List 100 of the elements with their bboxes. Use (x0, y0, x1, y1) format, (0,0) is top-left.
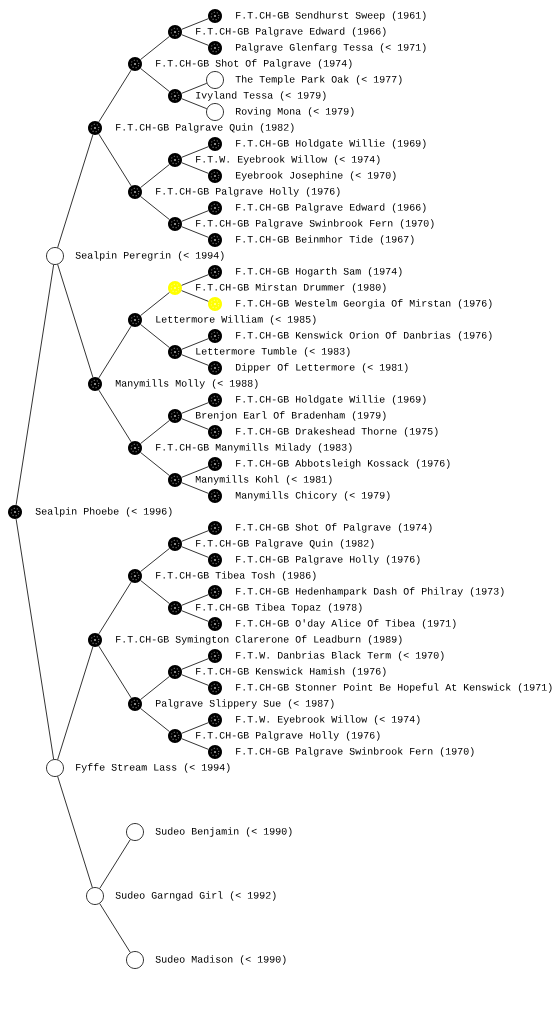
tree-line (181, 146, 209, 158)
tree-line (181, 210, 209, 222)
dog-name: Sealpin Phoebe (< 1996) (35, 507, 172, 517)
dog-name: F.T.CH-GB Shot Of Palgrave (1974) (236, 523, 432, 533)
tree-line (99, 839, 131, 889)
tree-line (181, 290, 209, 302)
dog-name: F.T.W. Eyebrook Willow (< 1974) (196, 155, 380, 165)
dog-name: Sudeo Benjamin (< 1990) (155, 827, 292, 837)
tree-line (181, 162, 209, 174)
dog-name: Brenjon Earl Of Bradenham (1979) (196, 411, 386, 421)
dog-name: Roving Mona (< 1979) (236, 107, 354, 117)
tree-line (181, 594, 209, 606)
tree-line (140, 580, 170, 604)
tree-line (181, 18, 209, 30)
tree-line (140, 324, 170, 348)
tree-line (181, 402, 209, 414)
tree-line (140, 36, 170, 60)
dog-name: F.T.CH-GB Kenswick Hamish (1976) (196, 667, 386, 677)
dog-name: F.T.CH-GB Palgrave Swinbrook Fern (1970) (196, 219, 434, 229)
dog-name: Eyebrook Josephine (< 1970) (236, 171, 396, 181)
tree-line (15, 518, 55, 760)
dog-name: F.T.CH-GB Palgrave Edward (1966) (196, 27, 386, 37)
tree-line (181, 530, 209, 542)
tree-line (181, 466, 209, 478)
dog-name: F.T.CH-GB Mirstan Drummer (1980) (196, 283, 386, 293)
dog-name: Palgrave Glenfarg Tessa (< 1971) (236, 43, 426, 53)
tree-line (98, 133, 132, 187)
dog-name: F.T.CH-GB Palgrave Quin (1982) (196, 539, 374, 549)
dog-name: F.T.CH-GB Drakeshead Thorne (1975) (236, 427, 438, 437)
tree-line (140, 292, 170, 316)
dog-name: F.T.W. Danbrias Black Term (< 1970) (236, 651, 444, 661)
tree-line (181, 98, 208, 110)
dog-name: F.T.CH-GB Stonner Point Be Hopeful At Kenswick (1971) (236, 683, 552, 693)
dog-name: The Temple Park Oak (< 1977) (235, 75, 402, 85)
dog-name: Manymills Molly (< 1988) (115, 379, 258, 389)
dog-name: F.T.CH-GB Kenswick Orion Of Danbrias (1976) (236, 331, 492, 341)
dog-name: Lettermore Tumble (< 1983) (196, 347, 350, 357)
dog-name: F.T.W. Eyebrook Willow (< 1974) (236, 715, 420, 725)
dog-name: F.T.CH-GB Holdgate Willie (1969) (236, 395, 426, 405)
dog-name: F.T.CH-GB Abbotsleigh Kossack (1976) (236, 459, 450, 469)
tree-line (98, 389, 132, 443)
tree-line (181, 546, 209, 558)
dog-name: F.T.CH-GB Symington Clarerone Of Leadburn (1989) (116, 635, 402, 645)
dog-name: Palgrave Slippery Sue (< 1987) (156, 699, 334, 709)
dog-name: F.T.CH-GB Holdgate Willie (1969) (236, 139, 426, 149)
dog-name: Sudeo Madison (< 1990) (155, 955, 286, 965)
tree-line (181, 738, 209, 750)
tree-line (140, 708, 170, 732)
tree-line (181, 674, 209, 686)
tree-line (140, 548, 170, 572)
tree-line (181, 354, 209, 366)
dog-name: F.T.CH-GB Palgrave Holly (1976) (156, 187, 340, 197)
dog-name: F.T.CH-GB Manymills Milady (1983) (156, 443, 352, 453)
dog-name: F.T.CH-GB Shot Of Palgrave (1974) (156, 59, 352, 69)
dog-name: F.T.CH-GB Tibea Topaz (1978) (196, 603, 362, 613)
tree-line (140, 68, 170, 92)
dog-name: F.T.CH-GB Palgrave Holly (1976) (196, 731, 380, 741)
dog-name: F.T.CH-GB Hedenhampark Dash Of Philray (1973) (236, 587, 504, 597)
tree-line (57, 134, 94, 248)
tree-line (15, 264, 55, 506)
tree-line (57, 776, 93, 888)
dog-name: Manymills Chicory (< 1979) (235, 491, 390, 501)
dog-name: Sudeo Garngad Girl (< 1992) (115, 891, 276, 901)
dog-name: Fyffe Stream Lass (< 1994) (76, 763, 230, 773)
tree-line (140, 676, 170, 700)
dog-name: Dipper Of Lettermore (< 1981) (236, 363, 408, 373)
dog-name: Ivyland Tessa (< 1979) (196, 91, 326, 101)
dog-name: F.T.CH-GB Palgrave Holly (1976) (236, 555, 420, 565)
dog-name: F.T.CH-GB Palgrave Edward (1966) (236, 203, 426, 213)
tree-line (98, 581, 132, 635)
tree-line (98, 645, 132, 699)
tree-line (181, 274, 209, 286)
tree-line (98, 325, 132, 379)
tree-line (98, 69, 132, 123)
dog-name: F.T.CH-GB O'day Alice Of Tibea (1971) (236, 619, 456, 629)
tree-line (140, 420, 170, 444)
tree-line (181, 226, 209, 238)
tree-line (99, 903, 131, 953)
tree-line (140, 452, 170, 476)
tree-line (140, 196, 170, 220)
tree-line (57, 264, 94, 378)
dog-name: F.T.CH-GB Hogarth Sam (1974) (236, 267, 402, 277)
dog-name: F.T.CH-GB Westelm Georgia Of Mirstan (1976) (236, 299, 492, 309)
dog-name: F.T.CH-GB Beinmhor Tide (1967) (236, 235, 414, 245)
tree-line (181, 658, 209, 670)
dog-name: Sealpin Peregrin (< 1994) (75, 251, 224, 261)
dog-name: Manymills Kohl (< 1981) (195, 475, 332, 485)
tree-line (181, 482, 209, 494)
tree-line (181, 82, 208, 94)
dog-name: F.T.CH-GB Sendhurst Sweep (1961) (236, 11, 426, 21)
tree-line (140, 164, 170, 188)
tree-line (181, 34, 209, 46)
dog-name: Lettermore William (< 1985) (156, 315, 316, 325)
tree-line (57, 646, 94, 760)
tree-line (181, 418, 209, 430)
tree-line (181, 722, 209, 734)
dog-name: F.T.CH-GB Palgrave Swinbrook Fern (1970) (236, 747, 474, 757)
dog-name: F.T.CH-GB Tibea Tosh (1986) (156, 571, 316, 581)
dog-name: F.T.CH-GB Palgrave Quin (1982) (116, 123, 294, 133)
tree-line (181, 610, 209, 622)
